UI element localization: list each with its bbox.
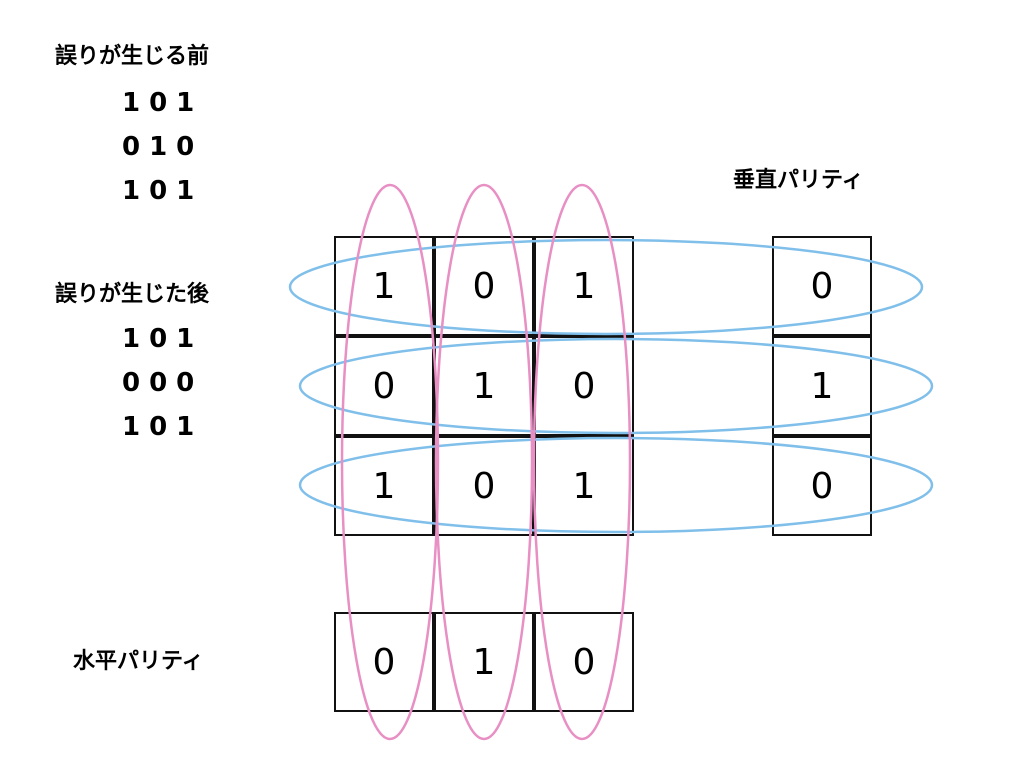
horizontal-parity-cell-3: 0 [534, 612, 634, 712]
horizontal-parity-cell-1: 0 [334, 612, 434, 712]
grid-cell-r1c2: 0 [434, 236, 534, 336]
vertical-parity-cell-2: 1 [772, 336, 872, 436]
after-row-3: 101 [122, 412, 204, 442]
grid-cell-r1c1: 1 [334, 236, 434, 336]
before-row-2: 010 [122, 132, 204, 162]
horizontal-parity-label: 水平パリティ [73, 649, 204, 674]
grid-cell-r2c1: 0 [334, 336, 434, 436]
column-ellipse-2 [434, 183, 534, 741]
before-row-1: 101 [122, 88, 204, 118]
vertical-parity-cell-3: 0 [772, 436, 872, 536]
vertical-parity-cell-1: 0 [772, 236, 872, 336]
after-row-2: 000 [122, 368, 204, 398]
horizontal-parity-cell-2: 1 [434, 612, 534, 712]
grid-cell-r3c1: 1 [334, 436, 434, 536]
column-ellipse-3 [532, 183, 632, 741]
after-row-1: 101 [122, 324, 204, 354]
row-ellipse-3 [298, 436, 934, 534]
vertical-parity-label: 垂直パリティ [733, 168, 864, 193]
row-ellipse-1 [288, 238, 924, 336]
grid-cell-r2c2: 1 [434, 336, 534, 436]
row-ellipse-2 [298, 337, 934, 435]
after-error-label: 誤りが生じた後 [55, 282, 210, 307]
column-ellipse-1 [340, 183, 440, 741]
before-row-3: 101 [122, 176, 204, 206]
before-error-label: 誤りが生じる前 [55, 44, 210, 69]
